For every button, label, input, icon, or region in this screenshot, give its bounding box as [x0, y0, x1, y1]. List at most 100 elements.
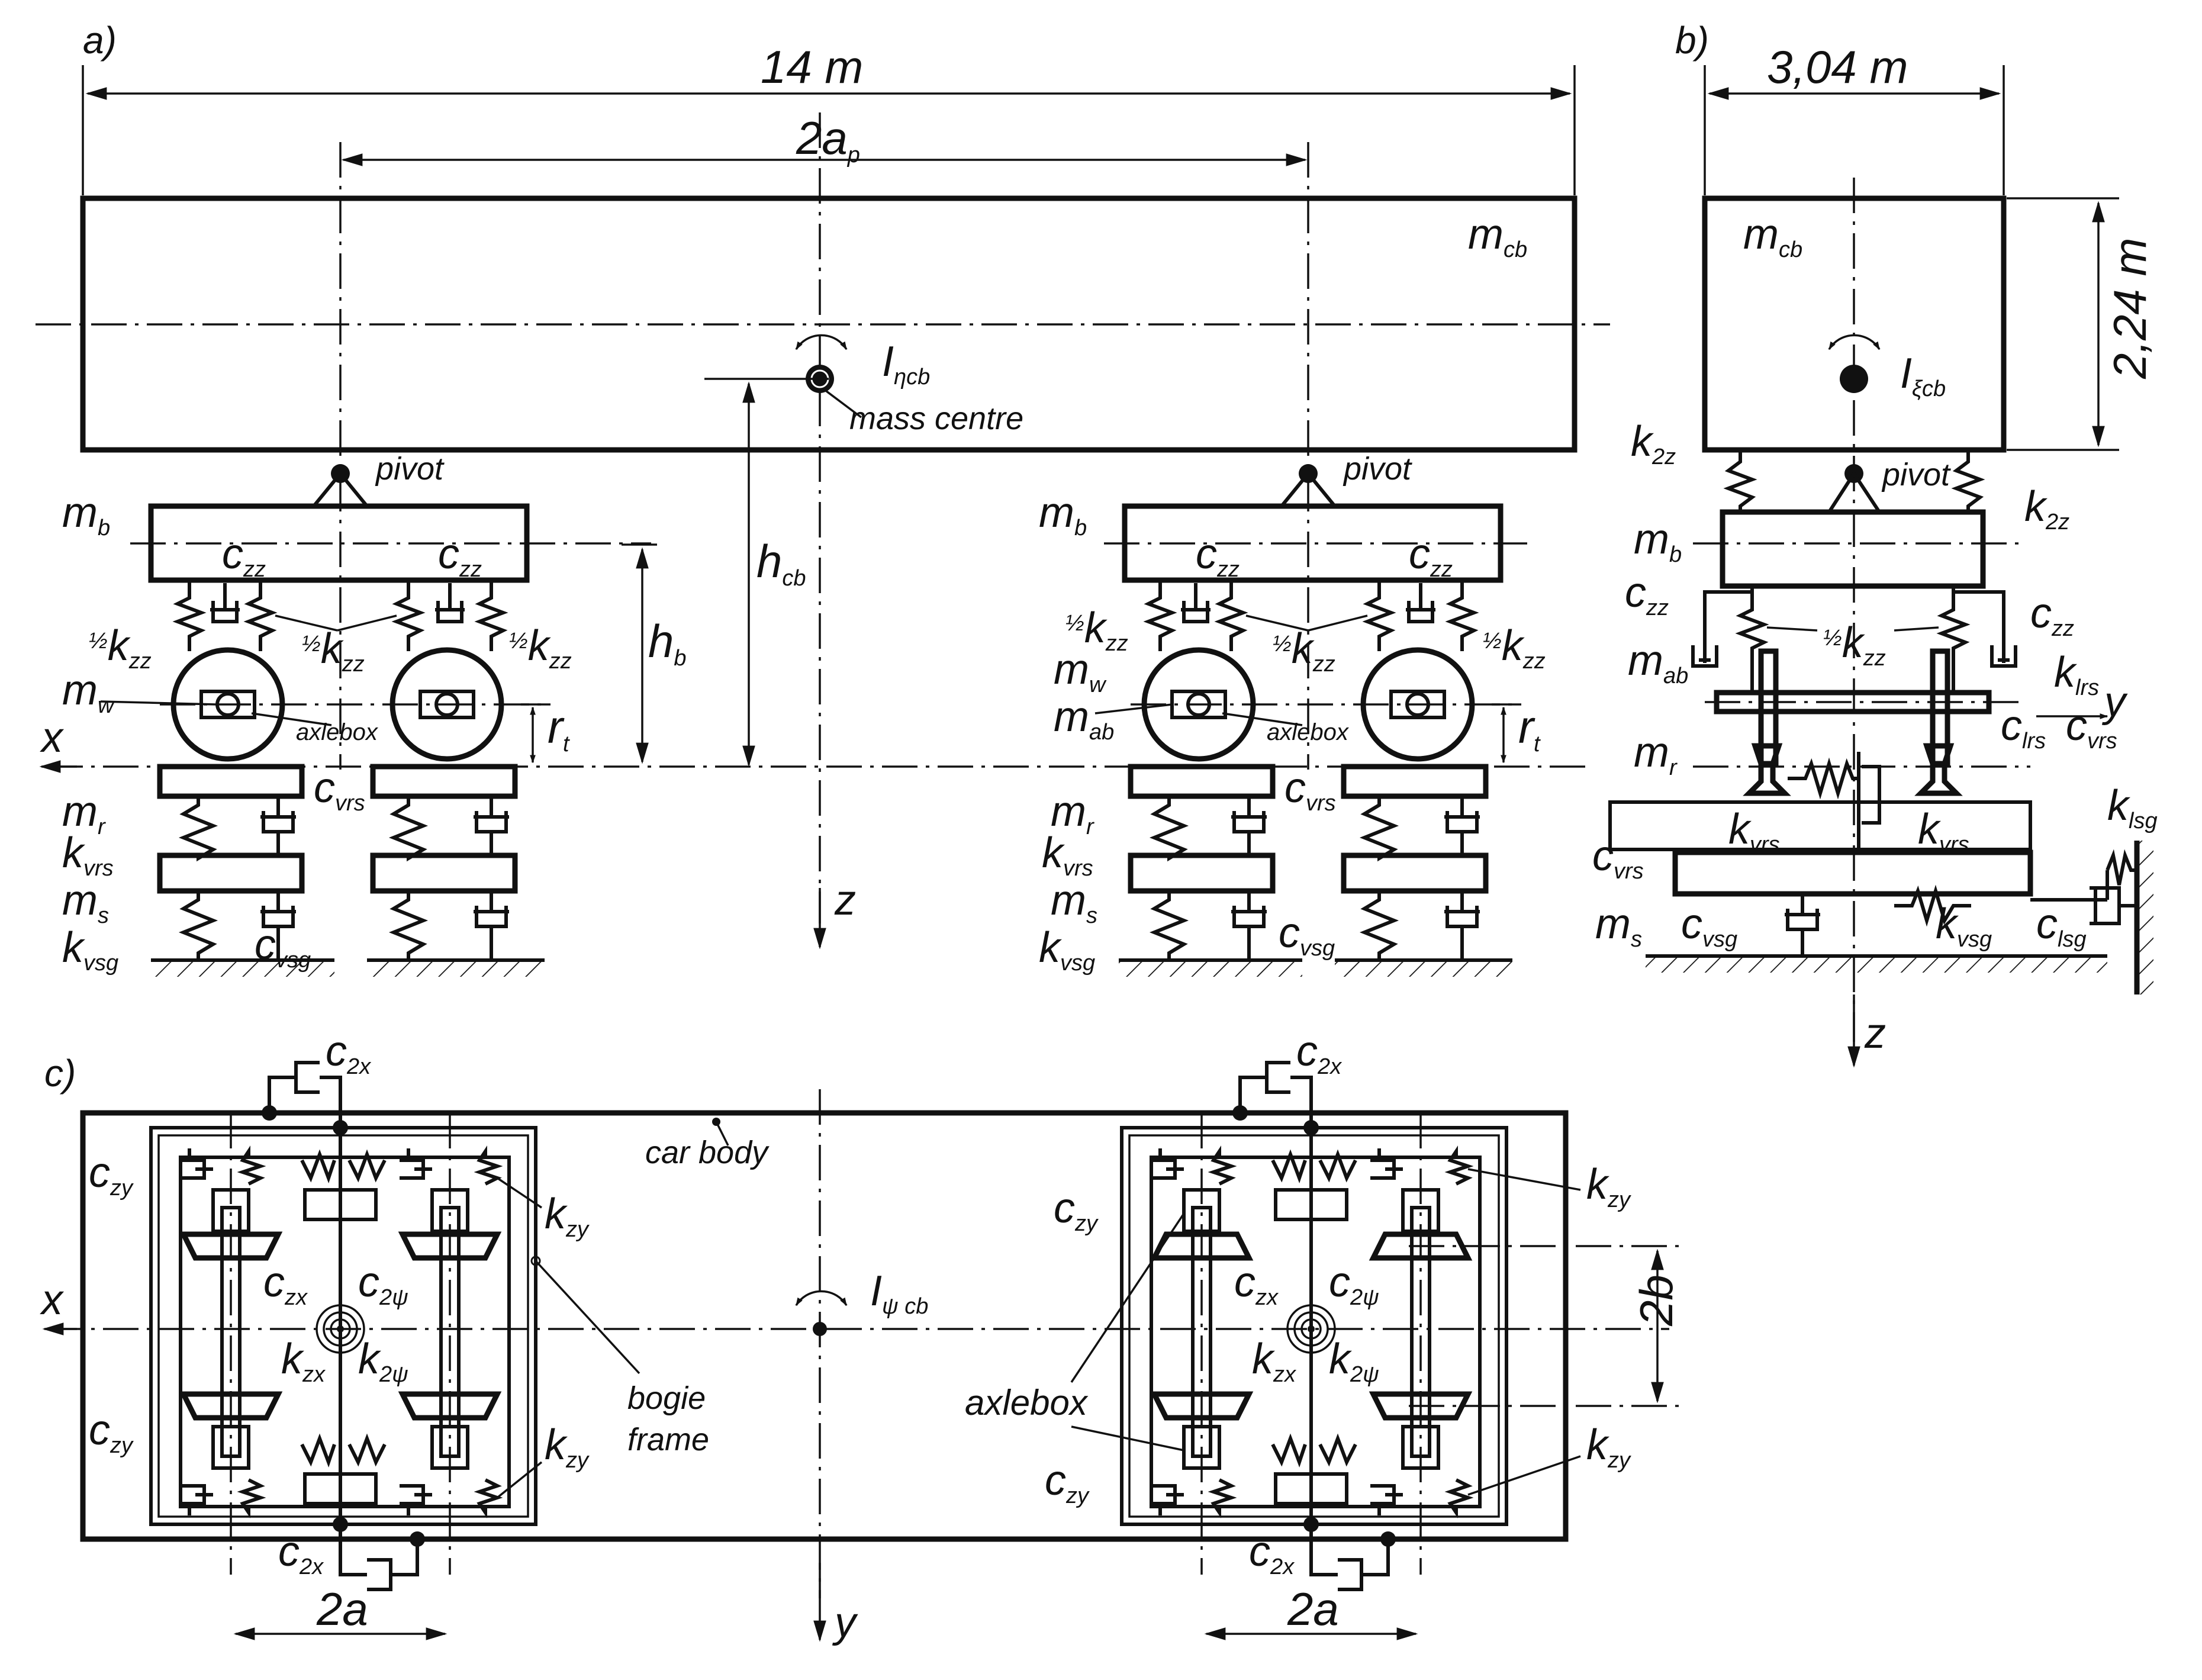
- axlebox-icon: [430, 1425, 469, 1470]
- half-kzz-label: ½kzz: [1823, 619, 1886, 671]
- panel-a: a) 14 m 2ap mcb Iηcb mass centre hcb x: [36, 19, 1610, 977]
- wheel-plan-icon: [398, 1391, 502, 1421]
- leader-line: [1070, 1213, 1185, 1383]
- lateral-damper-label: czy: [89, 1407, 134, 1458]
- axle-icon: [439, 1206, 461, 1458]
- lateral-damper-icon: [181, 1484, 213, 1515]
- leader-line: [1308, 614, 1368, 632]
- pivot-label: pivot: [1343, 451, 1412, 487]
- ground-hatch: [1119, 960, 1302, 977]
- mass-centre-label: mass centre: [849, 401, 1023, 436]
- yaw-spring-icon: [316, 1304, 365, 1354]
- pitch-rotation-icon: [795, 334, 848, 350]
- ballast-spring-label: kvsg: [1039, 924, 1095, 976]
- ballast-damper-icon: [1231, 891, 1267, 959]
- longitudinal-damper-icon: [1274, 1472, 1348, 1505]
- rail-pad-spring-label: kvrs: [1728, 806, 1780, 857]
- lateral-damper-icon: [181, 1148, 213, 1180]
- x-axis-label: x: [40, 1276, 65, 1324]
- ballast-damper-icon: [1444, 891, 1480, 959]
- axlebox-label: axlebox: [965, 1383, 1089, 1422]
- primary-spring-icon: [1445, 580, 1479, 651]
- car-body-mass-label: mcb: [1743, 211, 1802, 262]
- leader-dot: [530, 1256, 541, 1266]
- sleeper-mass-label: ms: [1051, 877, 1097, 928]
- secondary-spring-icon: [1951, 450, 1985, 512]
- yaw-damper-label: c2x: [1296, 1028, 1343, 1079]
- longitudinal-damper-label: czx: [263, 1259, 308, 1310]
- half-kzz-label: ½kzz: [302, 625, 365, 677]
- yaw-damper-label: c2ψ: [358, 1259, 408, 1310]
- rail-pad-damper-label: cvrs: [314, 764, 365, 816]
- rail-pad-damper-label: cvrs: [1592, 832, 1644, 884]
- lateral-ballast-spring-icon: [2106, 849, 2137, 886]
- rail-mass-label: mr: [62, 788, 106, 839]
- rt-label: rt: [548, 701, 570, 757]
- yaw-spring-icon: [1300, 1318, 1322, 1340]
- z-axis-label: z: [1864, 1010, 1886, 1057]
- mass-centre-icon: [813, 1322, 827, 1336]
- wheelset-mass-label: mw: [1054, 646, 1107, 697]
- wheel-profile-icon: [1930, 648, 1950, 767]
- leader-line: [715, 1121, 729, 1146]
- x-axis-label: x: [40, 714, 65, 761]
- rail-pad-spring-label: kvrs: [1042, 829, 1093, 881]
- leader-line: [1894, 626, 1939, 632]
- lateral-damper-icon: [1151, 1148, 1184, 1180]
- bogie-frame-plan: [1120, 1126, 1508, 1526]
- lateral-damper-icon: [1151, 1484, 1184, 1515]
- sleeper-mass-label: ms: [62, 877, 109, 928]
- secondary-spring-icon: [1723, 450, 1757, 512]
- lateral-rail-spring-icon: [1788, 757, 1859, 800]
- panel-b-label: b): [1675, 19, 1709, 62]
- y-axis-label: y: [2101, 678, 2128, 726]
- height-dimension: 2,24 m: [2104, 238, 2156, 379]
- axlebox-label: axlebox: [1267, 719, 1350, 745]
- lateral-spring-label: kzy: [545, 1421, 590, 1473]
- car-body-mass-label: mcb: [1468, 211, 1527, 262]
- mass-centre-leader: [825, 390, 862, 419]
- ballast-spring-icon: [388, 891, 429, 959]
- lateral-spring-icon: [1208, 1145, 1237, 1186]
- panel-b: b) 3,04 m mcb 2,24 m Iξcb k2z k2z pivot …: [1592, 19, 2158, 1068]
- rail-mass-block: [157, 764, 305, 799]
- hcb-label: hcb: [756, 535, 806, 591]
- ballast-damper-label: cvsg: [1279, 909, 1335, 961]
- roll-inertia-label: Iξcb: [1900, 350, 1946, 401]
- rail-mass-block: [1341, 764, 1489, 799]
- lateral-damper-label: czy: [89, 1149, 134, 1201]
- yaw-spring-icon: [323, 1311, 358, 1347]
- rail-mass-block: [1128, 764, 1276, 799]
- lateral-spring-icon: [1444, 1145, 1474, 1186]
- longitudinal-damper-label: czx: [1234, 1259, 1279, 1310]
- mass-centre-icon: [1840, 365, 1868, 393]
- rail-pad-damper-label: cvrs: [1284, 764, 1336, 816]
- two-b-label: 2b: [1630, 1275, 1682, 1327]
- axlebox-icon: [1182, 1425, 1221, 1470]
- wall-hatch: [2137, 841, 2153, 995]
- ground-hatch: [151, 960, 334, 977]
- primary-damper-label: czz: [1625, 569, 1669, 620]
- lateral-spring-icon: [237, 1145, 266, 1186]
- half-kzz-label: ½kzz: [509, 622, 572, 674]
- leader-line: [1245, 614, 1309, 632]
- primary-spring-icon: [474, 580, 508, 651]
- bogie-frame-interior: [1150, 1156, 1482, 1508]
- pitch-inertia-label: Iηcb: [882, 338, 930, 390]
- sleeper-mass-block: [370, 852, 518, 894]
- rail-pad-spring-icon: [388, 796, 429, 862]
- leader-line: [535, 1260, 640, 1375]
- rail-pad-spring-label: kvrs: [1918, 806, 1969, 857]
- yaw-damper-icon: [339, 1524, 419, 1591]
- axle-icon: [1191, 1206, 1212, 1458]
- axle-icon: [1410, 1206, 1431, 1458]
- yaw-spring-label: k2ψ: [1329, 1335, 1379, 1387]
- secondary-spring-label: k2z: [2024, 483, 2069, 535]
- ballast-damper-icon: [1785, 894, 1820, 956]
- axlebox-icon: [430, 1188, 469, 1233]
- ballast-damper-icon: [260, 891, 296, 959]
- rail-profile-icon: [1914, 743, 1963, 796]
- bogie-1: pivot mb czz czz ½kzz ½kzz ½kzz: [62, 451, 651, 977]
- longitudinal-spring-label: kzx: [281, 1335, 326, 1387]
- primary-damper-label: czz: [1409, 530, 1453, 582]
